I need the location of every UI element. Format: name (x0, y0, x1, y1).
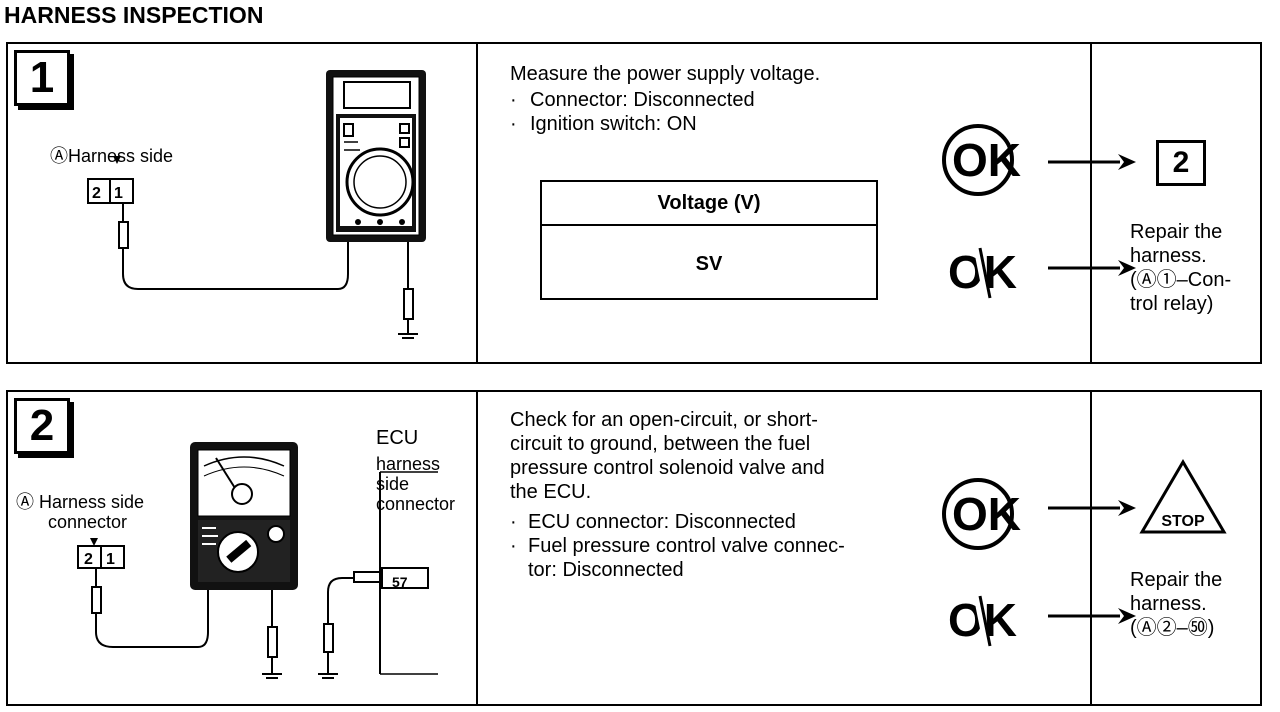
bullet-dot: · (510, 511, 517, 533)
bullet-item: Ignition switch: ON (530, 113, 697, 135)
instruction-text: Measure the power supply voltage. (510, 63, 821, 85)
next-step-box: 2 (1156, 140, 1206, 186)
divider (476, 44, 478, 362)
repair-line: trol relay) (1130, 293, 1214, 315)
ok-symbol: OK (942, 478, 1021, 550)
repair-line: Repair the (1130, 569, 1223, 591)
ok-symbol: OK (942, 124, 1021, 196)
ng-symbol: OK (948, 246, 1017, 299)
stop-icon: STOP (1139, 459, 1227, 534)
arrow-right-icon (1048, 608, 1136, 624)
pin-1: 1 (106, 551, 115, 568)
connector-label: ⒶHarness side (50, 146, 174, 166)
connector-label: connector (48, 512, 128, 532)
stop-text: STOP (1161, 513, 1205, 530)
repair-line: (Ⓐ①–Con- (1130, 269, 1232, 291)
divider (476, 392, 478, 704)
pin-1: 1 (114, 185, 123, 202)
repair-line: harness. (1130, 245, 1207, 267)
analog-multimeter-diagram (77, 442, 438, 679)
divider (1090, 392, 1092, 704)
ecu-sub-label: harness (376, 454, 441, 474)
bullet-item: Connector: Disconnected (530, 89, 755, 111)
instruction-line: the ECU. (510, 481, 592, 503)
instruction-line: Check for an open-circuit, or short- (510, 409, 818, 431)
repair-line: (Ⓐ②–㊿) (1130, 617, 1215, 639)
step-2-panel: 2 Ⓐ Harness side connector (6, 390, 1262, 706)
bullet-dot: · (510, 535, 517, 557)
bullet-item-continued: tor: Disconnected (528, 559, 684, 581)
bullet-dot: · (510, 89, 517, 111)
connector-label: Ⓐ Harness side (16, 492, 145, 512)
digital-multimeter-diagram (87, 70, 426, 339)
ng-symbol: OK (948, 594, 1017, 647)
instruction-line: circuit to ground, between the fuel (510, 433, 811, 455)
page-title: HARNESS INSPECTION (4, 2, 264, 28)
ecu-sub-label: side (376, 474, 410, 494)
arrow-right-icon (1048, 500, 1136, 516)
step-number: 1 (14, 50, 70, 106)
bullet-dot: · (510, 113, 517, 135)
table-header: Voltage (V) (542, 182, 876, 226)
instruction-line: pressure control solenoid valve and (510, 457, 825, 479)
pin-2: 2 (92, 185, 101, 202)
table-value: SV (695, 253, 723, 275)
ecu-sub-label: connector (376, 494, 456, 514)
ok-text: OK (952, 488, 1021, 540)
bullet-item: Fuel pressure control valve connec- (528, 535, 845, 557)
arrow-right-icon (1048, 154, 1136, 170)
step-1-panel: 1 ⒶHarness side 2 1 Measure the power su (6, 42, 1262, 364)
pin-2: 2 (84, 551, 93, 568)
ecu-label: ECU (376, 427, 419, 449)
step-number: 2 (14, 398, 70, 454)
voltage-table: Voltage (V) SV (540, 180, 878, 300)
repair-line: harness. (1130, 593, 1207, 615)
arrow-right-icon (1048, 260, 1136, 276)
bullet-item: ECU connector: Disconnected (528, 511, 796, 533)
ecu-pin: 57 (392, 574, 408, 590)
divider (1090, 44, 1092, 362)
repair-line: Repair the (1130, 221, 1223, 243)
ok-text: OK (952, 134, 1021, 186)
